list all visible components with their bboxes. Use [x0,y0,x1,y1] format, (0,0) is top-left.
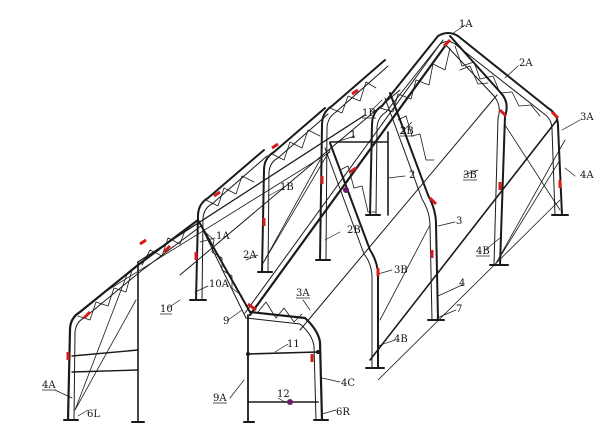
rear-fitting-marker [343,187,349,193]
front-crossbar-11 [247,351,319,355]
lower-left-purlin [107,151,331,291]
front-fitting-marker [287,399,293,405]
front-rafter-left [197,219,251,313]
front-rafter-truss [204,231,243,297]
purlin-right [299,94,498,331]
label-1-mid: 1 [350,130,356,141]
arch-3-outer [261,92,439,321]
lower-right-purlin [377,199,561,381]
ridge-beam [248,40,450,317]
label-9: 9 [223,316,229,327]
label-3b-mid: 3B [463,170,477,181]
ridge-beam-inner [244,39,444,314]
label-6l: 6L [87,409,100,420]
label-7: 7 [456,304,462,315]
label-11: 11 [287,339,300,350]
label-2b-mid: 2B [400,126,414,137]
purlin-left [179,89,401,276]
label-3a-front: 3A [296,288,310,299]
part-labels: 1A 2A 3A 4A 1B 2B 1 3B 2 4B 1B 2B 3 1A 2… [42,19,594,420]
label-4b-right: 4B [476,246,490,257]
label-1a-top: 1A [459,19,473,30]
red-joint-markers [66,38,562,362]
label-4c: 4C [341,378,355,389]
label-1a-left: 1A [216,231,230,242]
label-9a: 9A [213,393,227,404]
label-12: 12 [277,389,290,400]
right-eave-beam [369,119,558,361]
arch-5-truss [77,227,303,323]
label-2a-left: 2A [243,250,257,261]
front-joint-dot-right [316,350,320,354]
arch-2-truss [329,65,489,114]
label-4b-front: 4B [394,334,408,345]
arch-4-inner [201,147,373,369]
front-crossbar-left [71,349,139,357]
arch-1-outer [369,32,563,216]
arch-1-truss [379,45,541,117]
arch-3-inner [267,97,433,321]
label-underlines [42,117,490,404]
label-4a-right: 4A [580,170,594,181]
label-4: 4 [459,278,465,289]
label-3b-lower: 3B [394,265,408,276]
label-4a-left: 4A [42,380,56,391]
label-2: 2 [409,170,415,181]
arch-2-inner [325,43,500,266]
arch-5-outer [66,218,324,422]
label-2a-right: 2A [519,58,533,69]
frame-structure [54,24,581,423]
label-10a: 10A [209,279,230,290]
front-joint-dot [246,352,250,356]
bracing-cables [74,124,566,411]
label-2b-lower: 2B [347,225,361,236]
label-3a-right: 3A [580,112,594,123]
label-1b-top: 1B [362,108,376,119]
arch-4-truss [205,165,377,213]
label-6r: 6R [336,407,350,418]
label-1b-left: 1B [280,182,294,193]
front-crossbar-left-lower [71,369,139,373]
base-plates [63,214,569,423]
front-rafter-left-inner [201,227,247,319]
arch-3-truss [271,115,435,161]
label-leader-lines [54,24,581,417]
label-3: 3 [456,216,462,227]
label-10: 10 [160,304,173,315]
